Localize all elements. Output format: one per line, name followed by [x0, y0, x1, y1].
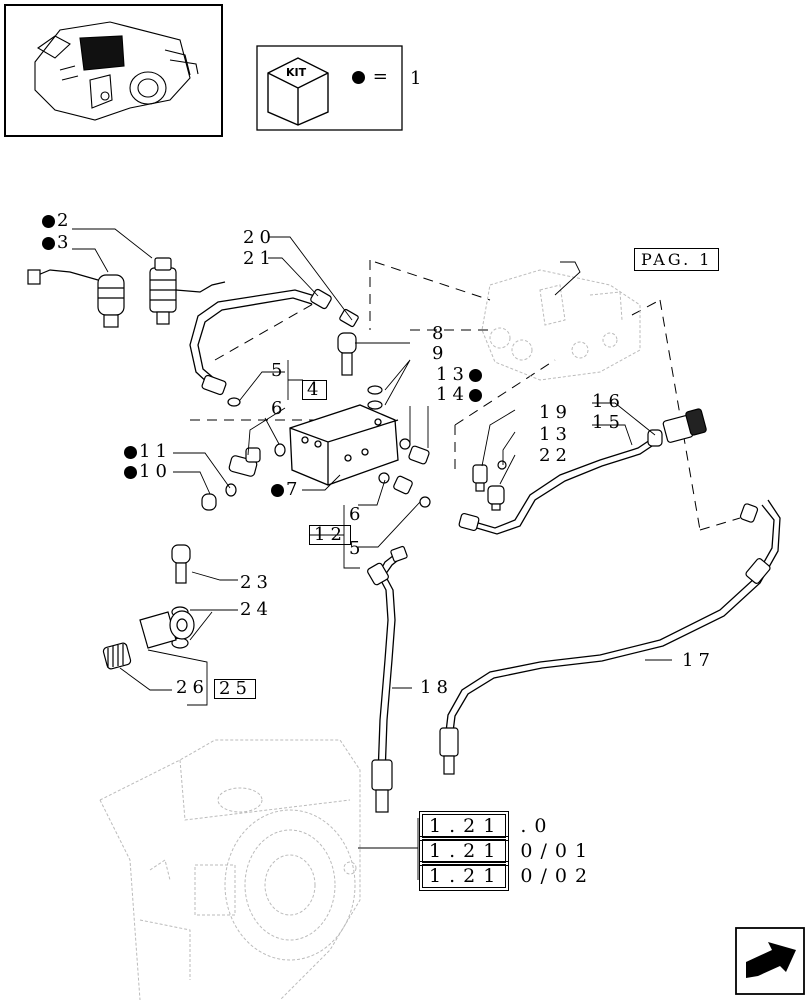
callout-7[interactable]: 7: [271, 481, 302, 499]
pipe-21: [189, 289, 316, 386]
kit-dot-icon: [124, 445, 137, 459]
valve-block-reference: [481, 269, 641, 381]
kit-dot-icon: [468, 368, 482, 382]
valve-block-7: [289, 404, 399, 486]
section-ref-1[interactable]: 1.21 .0: [418, 811, 555, 841]
kit-equals: =: [372, 66, 388, 87]
callout-3[interactable]: 3: [42, 234, 73, 252]
callout-9[interactable]: 9: [432, 343, 449, 364]
thumbnail-frame: [4, 4, 223, 137]
callout-13-upper[interactable]: 13: [436, 366, 484, 384]
callout-5-upper[interactable]: 5: [271, 360, 288, 381]
callout-8[interactable]: 8: [432, 323, 449, 344]
section-ref-suffix: 0/02: [520, 865, 596, 887]
kit-legend: =: [352, 68, 388, 86]
kit-dot-icon: [271, 483, 284, 497]
callout-25[interactable]: 25: [214, 679, 256, 699]
section-ref-box: 1.21: [418, 811, 510, 841]
callout-20[interactable]: 20: [243, 227, 276, 248]
callout-4[interactable]: 4: [302, 380, 328, 400]
hose-17: [444, 499, 781, 741]
kit-dot-icon: [42, 236, 55, 250]
callout-23[interactable]: 23: [240, 572, 273, 593]
callout-6-lower[interactable]: 6: [349, 504, 366, 525]
kit-dot-icon: [352, 70, 365, 84]
callout-26[interactable]: 26: [176, 677, 209, 698]
callout-14[interactable]: 14: [436, 386, 484, 404]
callout-2[interactable]: 2: [42, 212, 73, 230]
pipe-15: [467, 439, 653, 535]
kit-value: 1: [410, 68, 427, 89]
sensor-3: [27, 269, 125, 328]
callout-17[interactable]: 17: [682, 650, 715, 671]
kit-box-icon: [267, 57, 329, 126]
section-ref-box: 1.21: [418, 861, 510, 891]
callout-6-upper[interactable]: 6: [271, 398, 288, 419]
page-reference[interactable]: PAG. 1: [634, 248, 720, 271]
section-ref-suffix: 0/01: [520, 840, 596, 862]
callout-11[interactable]: 11: [124, 443, 172, 461]
kit-frame: [256, 45, 403, 131]
solenoid-2: [149, 257, 226, 325]
coupler-16: [662, 408, 707, 443]
callout-15[interactable]: 15: [592, 412, 625, 433]
section-ref-3[interactable]: 1.21 0/02: [418, 861, 596, 891]
hitch-assembly-thumbnail: [34, 21, 199, 121]
transmission-housing-reference: [99, 739, 361, 1000]
hose-18: [377, 551, 403, 776]
kit-dot-icon: [468, 388, 482, 402]
callout-18[interactable]: 18: [420, 677, 453, 698]
callout-13-lower[interactable]: 13: [539, 424, 572, 445]
callout-19[interactable]: 19: [539, 402, 572, 423]
section-ref-2[interactable]: 1.21 0/01: [418, 836, 596, 866]
kit-dot-icon: [42, 214, 55, 228]
callout-5-lower[interactable]: 5: [349, 538, 366, 559]
callout-12[interactable]: 12: [309, 525, 351, 545]
callout-21[interactable]: 21: [243, 248, 276, 269]
callout-16[interactable]: 16: [592, 391, 625, 412]
kit-label: KIT: [286, 66, 307, 79]
callout-10[interactable]: 10: [124, 463, 172, 481]
section-ref-suffix: .0: [520, 815, 555, 837]
next-page-arrow-icon: [735, 927, 805, 995]
callout-22[interactable]: 22: [539, 445, 572, 466]
section-ref-box: 1.21: [418, 836, 510, 866]
bolt-8: [337, 332, 357, 376]
kit-dot-icon: [124, 465, 137, 479]
callout-24[interactable]: 24: [240, 599, 273, 620]
